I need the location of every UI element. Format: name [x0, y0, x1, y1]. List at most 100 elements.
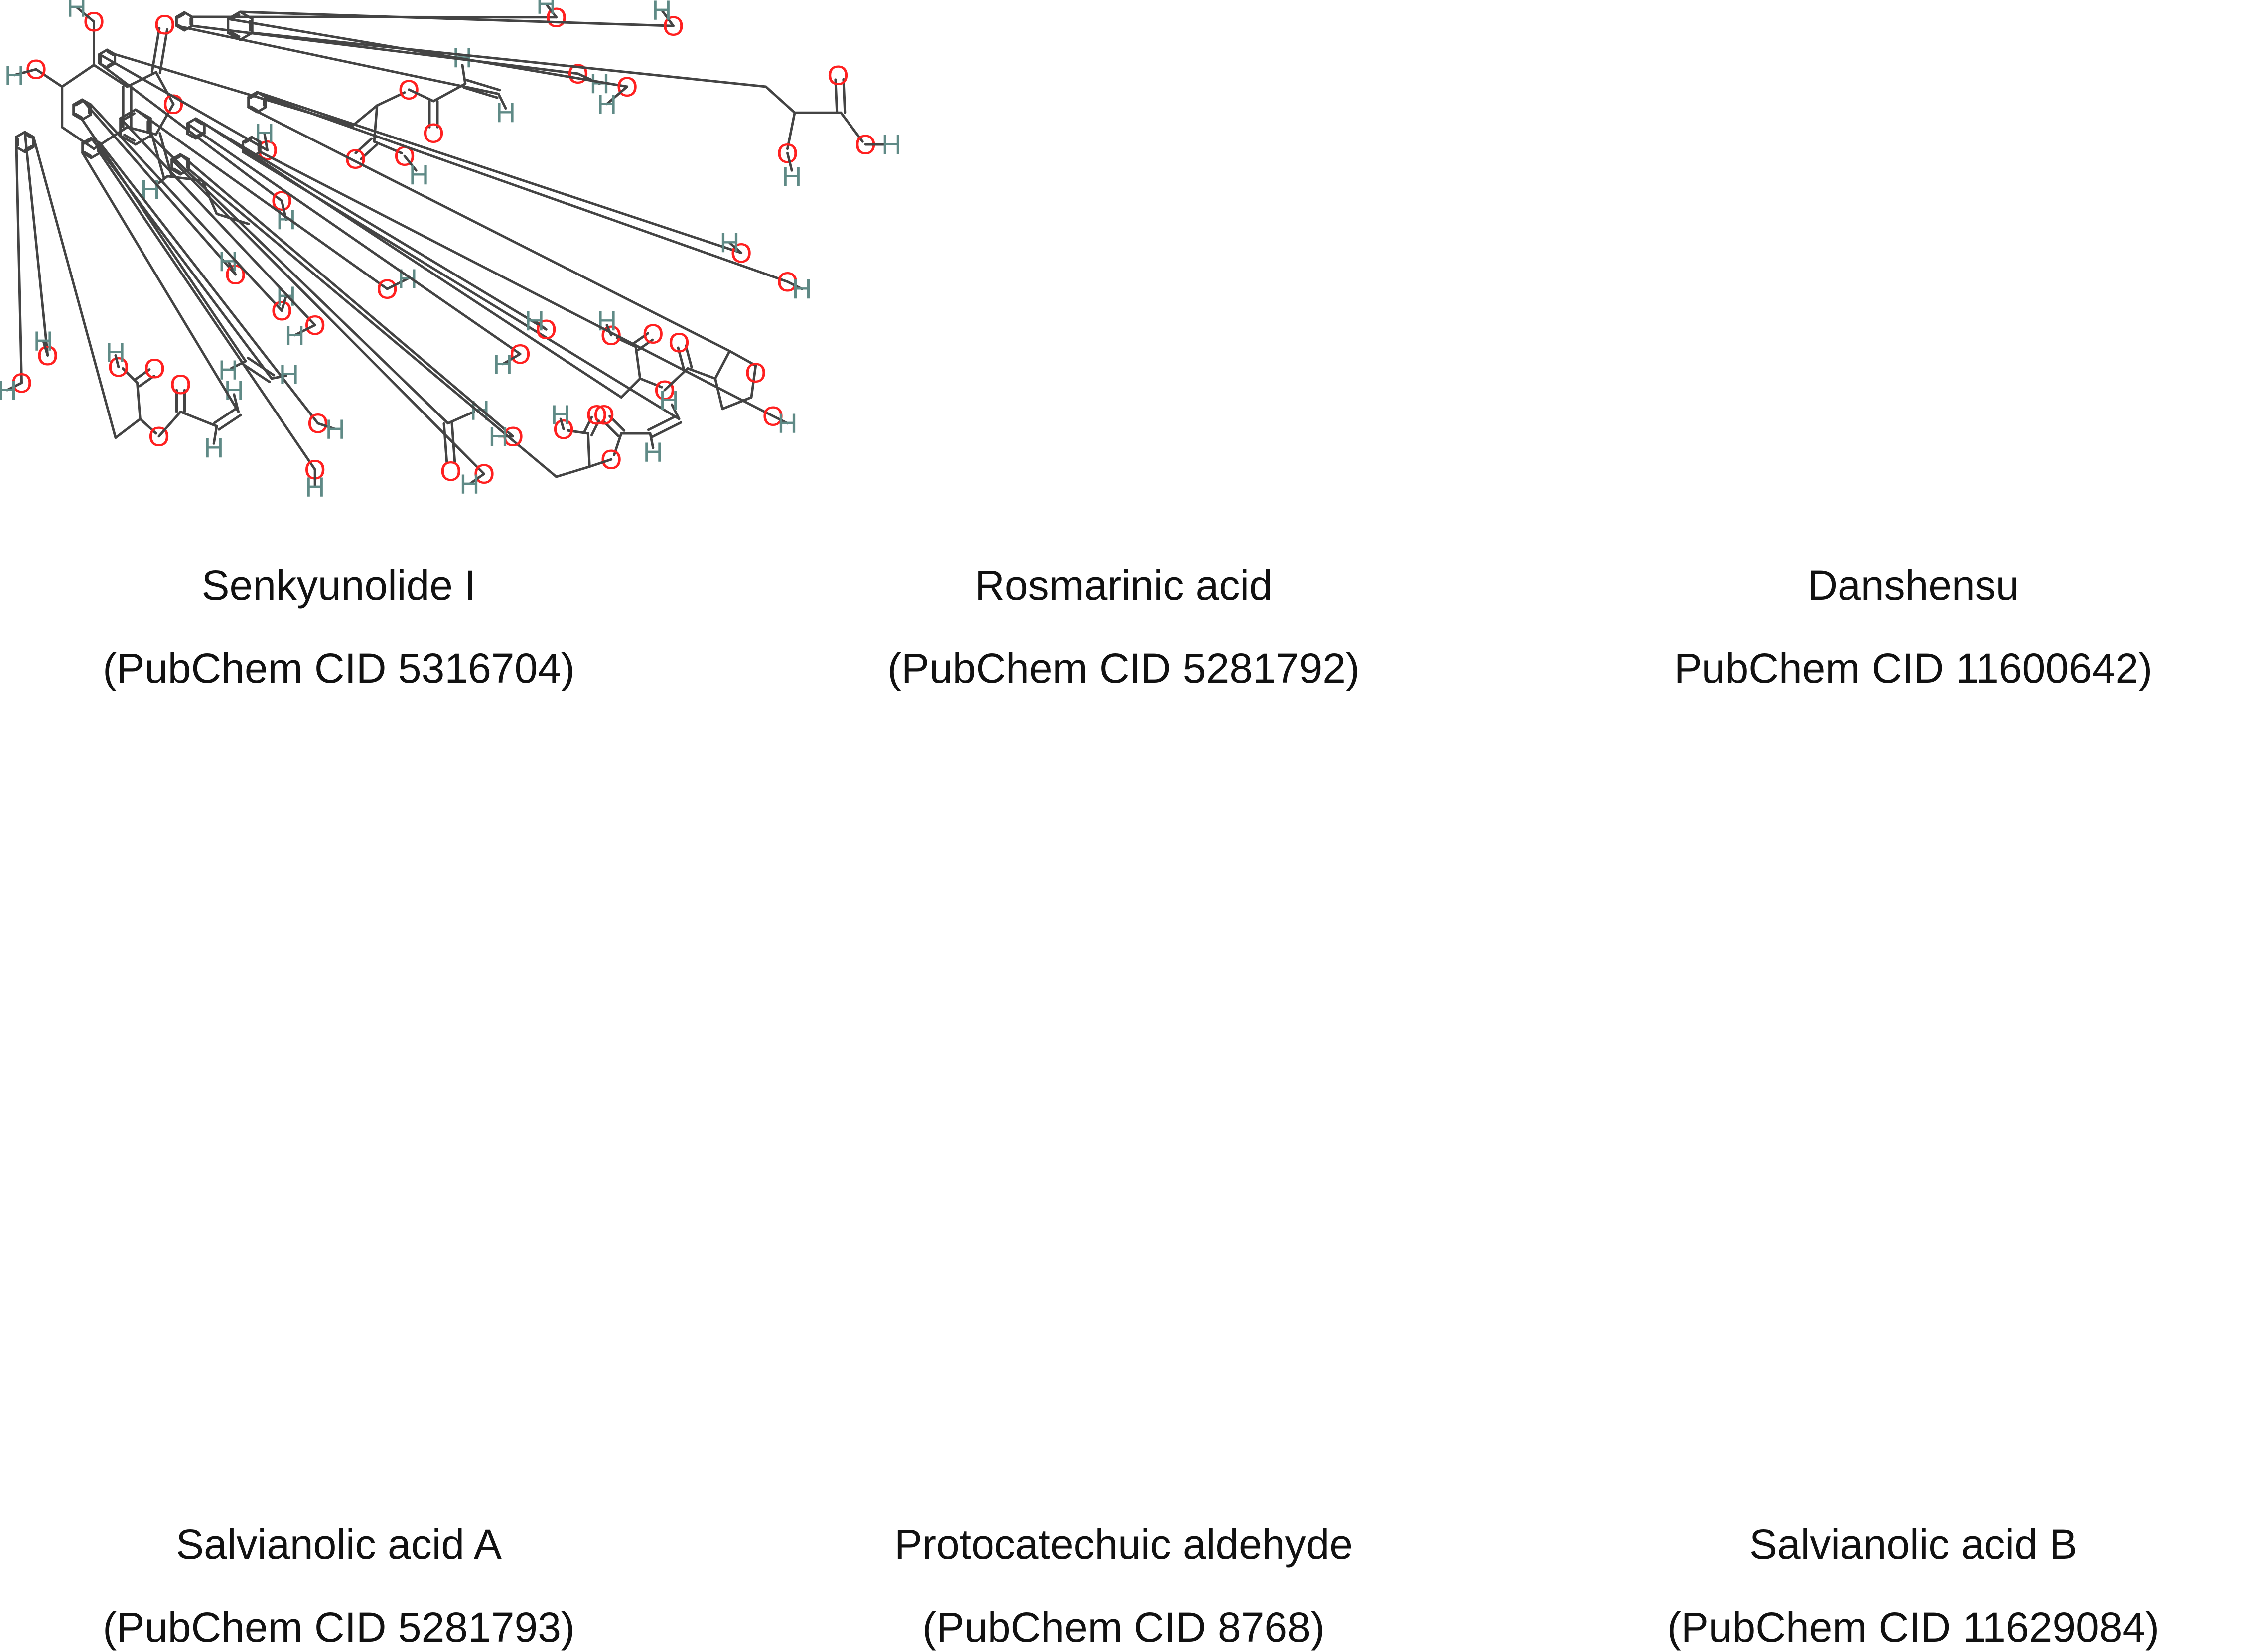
bond-line: [42, 339, 49, 357]
bond-line: [213, 407, 238, 424]
bond-line: [83, 151, 92, 157]
bond-line: [533, 319, 548, 331]
bond-line: [61, 64, 95, 88]
bond-line: [293, 324, 316, 337]
oxygen-atom-label: O: [144, 353, 166, 384]
bond-line: [138, 375, 155, 388]
bond-line: [256, 91, 743, 254]
bond-line: [81, 113, 92, 121]
bond-line: [119, 108, 137, 120]
hydrogen-atom-label: H: [276, 204, 296, 235]
bond-line: [247, 106, 259, 114]
compound-name: Salvianolic acid B: [1749, 1521, 2078, 1568]
caption-2: Rosmarinic acid (PubChem CID 5281792): [775, 560, 1472, 693]
bond-line: [588, 458, 613, 468]
bond-line: [663, 367, 689, 392]
bond-line: [139, 417, 157, 435]
bond-line: [179, 411, 218, 427]
bond-line: [772, 414, 789, 425]
bond-line: [647, 414, 679, 431]
bond-line: [170, 168, 182, 176]
bond-line: [281, 295, 287, 312]
bond-line: [114, 354, 120, 369]
bond-line: [177, 24, 185, 30]
bond-line: [728, 241, 743, 254]
bond-line: [465, 79, 501, 92]
oxygen-atom-label: O: [154, 9, 176, 40]
bond-line: [468, 472, 485, 485]
bond-line: [442, 422, 448, 464]
bond-line: [74, 100, 83, 107]
caption-3: Danshensu PubChem CID 11600642): [1564, 560, 2262, 693]
bond-line: [660, 8, 675, 27]
bond-line: [175, 24, 186, 32]
bond-line: [72, 98, 84, 106]
bond-line: [714, 377, 724, 411]
bond-line: [187, 168, 558, 478]
bond-line: [98, 151, 316, 471]
bond-line: [386, 277, 409, 290]
hydrogen-atom-label: H: [777, 408, 797, 439]
bond-line: [840, 111, 864, 143]
bond-line: [81, 137, 93, 144]
bond-line: [177, 13, 185, 19]
bond-line: [227, 10, 242, 20]
compound-name: Senkyunolide I: [201, 562, 476, 609]
bond-line: [351, 104, 379, 127]
bond-line: [175, 24, 500, 95]
hydrogen-atom-label: H: [782, 160, 802, 192]
hydrogen-atom-label: H: [284, 319, 304, 351]
hydrogen-atom-label: H: [279, 359, 299, 390]
bond-line: [150, 134, 165, 179]
hydrogen-atom-label: H: [792, 274, 812, 305]
bond-line: [613, 432, 623, 456]
bond-line: [230, 360, 247, 370]
bond-line: [764, 85, 796, 114]
bond-line: [639, 377, 663, 389]
bond-line: [651, 421, 683, 438]
hydrogen-atom-label: H: [652, 0, 672, 26]
bond-line: [170, 158, 485, 475]
bond-line: [106, 61, 115, 67]
oxygen-atom-label: O: [827, 59, 849, 91]
oxygen-atom-label: O: [668, 327, 690, 358]
bond-line: [244, 138, 253, 144]
bond-line: [632, 332, 649, 345]
bond-line: [462, 86, 499, 99]
hydrogen-atom-label: H: [459, 468, 479, 500]
bond-line: [677, 346, 686, 371]
compound-name: Danshensu: [1807, 562, 2019, 609]
bond-line: [583, 415, 593, 433]
compound-pubchem-id: (PubChem CID 5316704): [103, 645, 575, 691]
bond-line: [559, 417, 565, 430]
hydrogen-atom-label: H: [4, 59, 24, 91]
bond-line: [217, 413, 242, 431]
bond-line: [203, 122, 623, 399]
bond-line: [249, 105, 258, 112]
bond-line: [316, 422, 337, 430]
hydrogen-atom-label: H: [66, 0, 86, 23]
bond-line: [123, 112, 136, 121]
bond-line: [154, 103, 175, 136]
bond-line: [150, 27, 161, 73]
oxygen-atom-label: O: [423, 117, 444, 148]
bond-line: [134, 108, 389, 290]
hydrogen-atom-label: H: [254, 117, 274, 148]
bond-line: [242, 363, 271, 383]
hydrogen-atom-label: H: [643, 436, 663, 468]
bond-line: [119, 135, 137, 146]
hydrogen-atom-label: H: [597, 88, 617, 120]
bond-line: [81, 98, 237, 276]
bond-line: [608, 414, 626, 432]
bond-line: [242, 136, 253, 143]
bond-line: [227, 260, 237, 276]
structure-protocatechuic-aldehyde: H O O H O H: [119, 108, 490, 487]
bond-line: [172, 167, 181, 174]
bond-line: [158, 28, 169, 74]
bond-line: [586, 432, 591, 468]
oxygen-atom-label: O: [345, 143, 367, 175]
bond-line: [215, 212, 250, 225]
bond-line: [239, 10, 675, 27]
bond-line: [605, 85, 629, 106]
